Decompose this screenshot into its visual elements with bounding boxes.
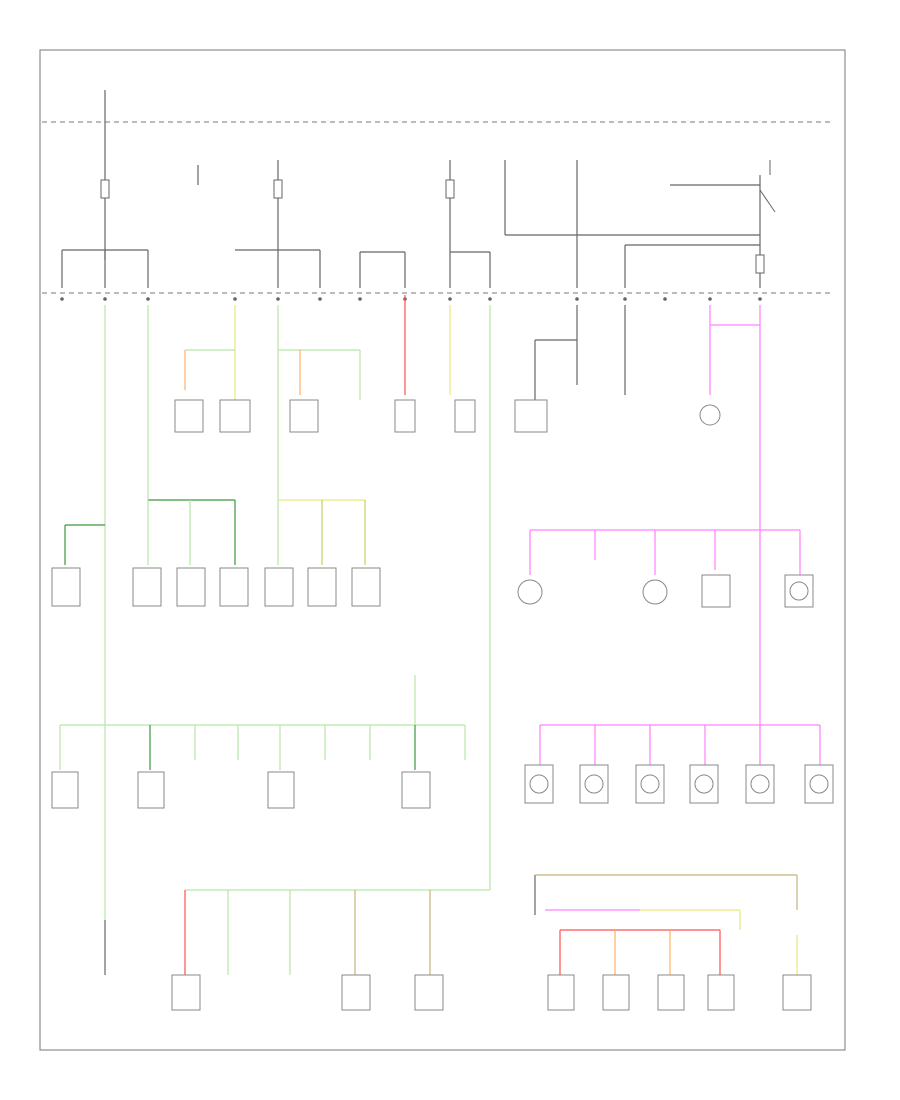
component-box: [289, 399, 319, 433]
lower-left-wires: [59, 675, 466, 770]
component-box: [454, 399, 476, 433]
bottom-right-wires: [534, 874, 798, 975]
diagram-frame: [39, 49, 846, 1051]
middle-right-lamps: [517, 574, 814, 608]
component-box: [514, 399, 548, 433]
main-feed-wires: [61, 90, 761, 288]
lower-right-lamps: [524, 764, 834, 804]
bottom-components: [171, 974, 812, 1011]
bulb-icon: [699, 404, 721, 426]
component-box: [219, 399, 251, 433]
fuse-block-nodes: [60, 297, 762, 301]
lower-left-components: [51, 771, 431, 809]
middle-right-pink-wires: [529, 529, 801, 575]
switch-symbol: [759, 160, 776, 213]
middle-left-wires: [64, 499, 366, 565]
fuse-symbols: [100, 179, 765, 274]
component-box: [174, 399, 204, 433]
upper-colored-wires: [104, 295, 761, 920]
bottom-left-wires: [104, 889, 490, 975]
component-box: [394, 399, 416, 433]
lower-right-pink-wires: [539, 724, 821, 765]
middle-left-components: [51, 567, 381, 607]
upper-component-row: [174, 399, 721, 433]
